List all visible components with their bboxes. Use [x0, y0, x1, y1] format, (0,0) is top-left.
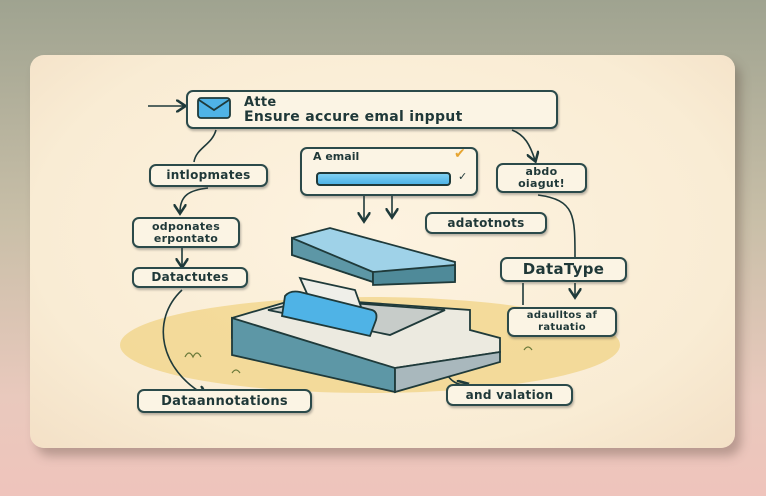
- label-datatype: DataType: [500, 257, 627, 282]
- checkmark-icon: ✔: [454, 146, 466, 162]
- label-text: erpontato: [153, 231, 219, 245]
- label-text: abdo: [525, 165, 558, 178]
- label-text: DataType: [522, 260, 605, 278]
- label-intlopmates: intlopmates: [149, 164, 268, 187]
- floating-block: [291, 227, 456, 286]
- label-text: adaulltos af: [526, 310, 598, 321]
- label-text: adatotnots: [447, 215, 525, 230]
- grass-tufts: [184, 346, 533, 374]
- label-text: odponates: [151, 219, 221, 233]
- label-text: ratuatio: [538, 322, 586, 333]
- label-and-valation: and valation: [446, 384, 573, 406]
- label-text: oiagut!: [518, 177, 565, 190]
- label-dataannotations: Dataannotations: [137, 389, 312, 413]
- email-label: A email: [313, 150, 360, 163]
- header-box: Atte Ensure accure emal inpput: [186, 90, 558, 129]
- header-line2: Ensure accure emal inpput: [244, 108, 463, 125]
- label-datactutes: Datactutes: [132, 267, 248, 288]
- label-text: Dataannotations: [161, 393, 288, 409]
- label-text: Datactutes: [151, 270, 229, 284]
- email-input[interactable]: [316, 172, 451, 186]
- label-adatotnots: adatotnots: [425, 212, 547, 234]
- header-line1: Atte: [244, 94, 277, 110]
- email-form: [300, 147, 478, 196]
- valid-check-icon: ✓: [458, 170, 468, 183]
- label-text: intlopmates: [166, 168, 251, 182]
- data-container-block: [231, 276, 501, 394]
- envelope-icon: [197, 97, 231, 119]
- label-text: and valation: [465, 387, 554, 402]
